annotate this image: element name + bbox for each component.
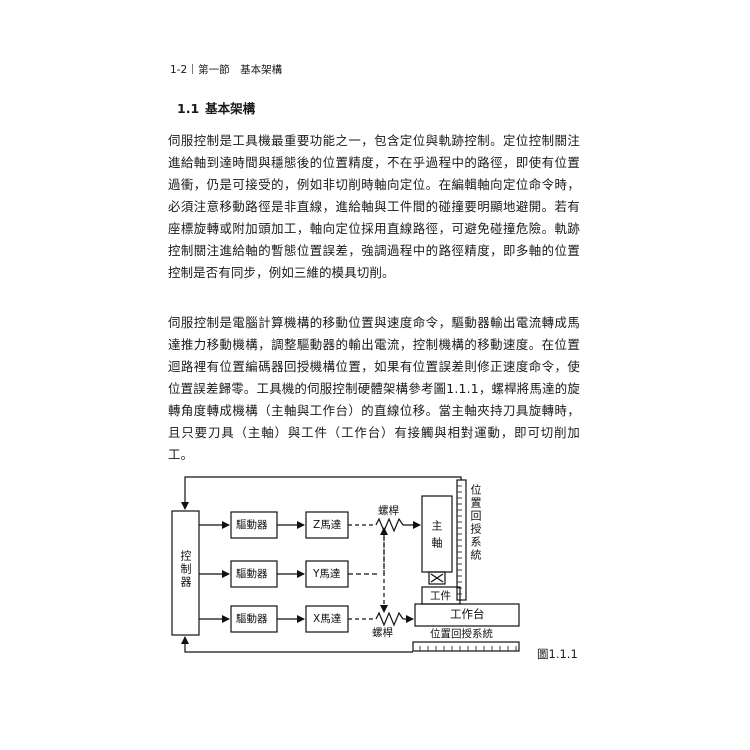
running-head: 1-2 第一節 基本架構 bbox=[170, 63, 282, 77]
driver-label-y: 驅動器 bbox=[236, 568, 268, 580]
motor-label-y: Y馬達 bbox=[313, 568, 341, 580]
section-title: 基本架構 bbox=[205, 101, 256, 116]
driver-label-z: 驅動器 bbox=[236, 519, 268, 531]
motor-label-x: X馬達 bbox=[313, 613, 342, 625]
controller-box bbox=[171, 510, 200, 636]
motor-box-z bbox=[305, 511, 349, 539]
worktable-label: 工作台 bbox=[450, 607, 485, 621]
workpiece-label: 工件 bbox=[430, 590, 451, 602]
motor-box-x bbox=[305, 605, 349, 633]
section-number: 1.1 bbox=[177, 101, 200, 116]
feedback-label-horizontal: 位置回授系統 bbox=[430, 628, 493, 640]
controller-label: 控制器 bbox=[179, 550, 192, 589]
feedback-label-vertical: 位置回授系統 bbox=[469, 484, 482, 562]
motor-box-y bbox=[305, 560, 349, 588]
worktable-box bbox=[414, 603, 520, 627]
driver-box-x bbox=[230, 605, 278, 633]
paragraph-1: 伺服控制是工具機最重要功能之一，包含定位與軌跡控制。定位控制關注進給軸到達時間與… bbox=[168, 133, 580, 280]
workpiece-box bbox=[421, 586, 461, 605]
motor-label-z: Z馬達 bbox=[313, 519, 342, 531]
header-section-title: 第一節 基本架構 bbox=[198, 64, 283, 76]
vertical-scale bbox=[456, 479, 467, 601]
horizontal-scale bbox=[412, 641, 520, 652]
spindle-box bbox=[421, 495, 453, 573]
spindle-tool bbox=[428, 571, 446, 585]
spindle-label: 主軸 bbox=[430, 520, 443, 554]
figure-caption: 圖1.1.1 bbox=[537, 647, 578, 661]
page-number: 1-2 bbox=[170, 64, 188, 76]
ballscrew-label-top: 螺桿 bbox=[378, 505, 399, 517]
paragraph-2: 伺服控制是電腦計算機構的移動位置與速度命令，驅動器輸出電流轉成馬達推力移動機構，… bbox=[168, 315, 580, 462]
driver-box-z bbox=[230, 511, 278, 539]
ballscrew-label-bottom: 螺桿 bbox=[372, 627, 393, 639]
driver-box-y bbox=[230, 560, 278, 588]
driver-label-x: 驅動器 bbox=[236, 613, 268, 625]
header-separator bbox=[192, 64, 194, 74]
section-heading: 1.1 基本架構 bbox=[177, 101, 255, 117]
